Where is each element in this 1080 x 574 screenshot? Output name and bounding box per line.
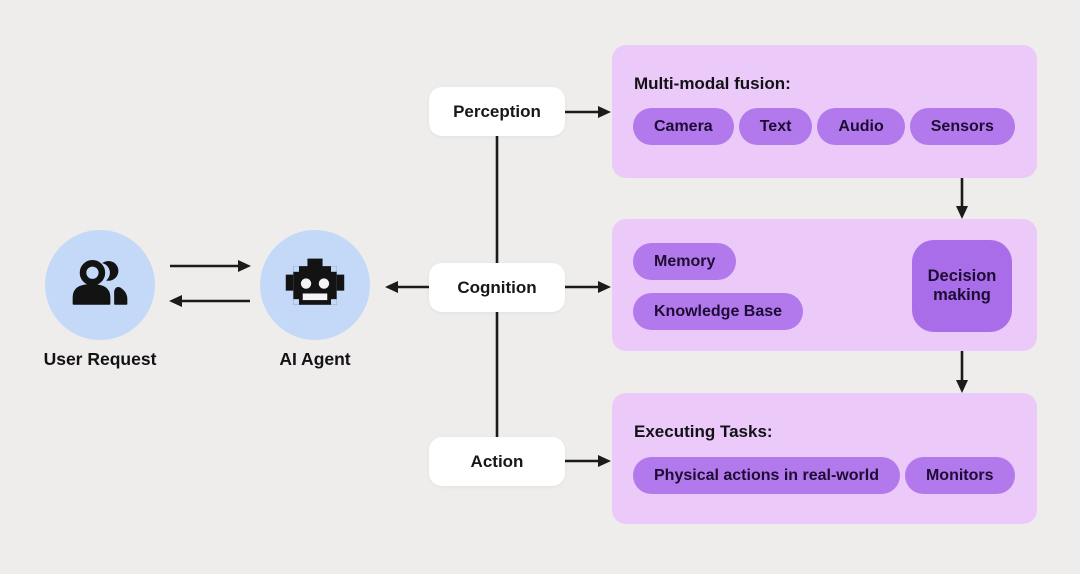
- multimodal-fusion-title: Multi-modal fusion:: [634, 74, 791, 93]
- user-request-label: User Request: [43, 349, 157, 369]
- cognition-panel: Memory Knowledge Base Decision making: [612, 219, 1037, 351]
- cognition-node: Cognition: [429, 263, 565, 312]
- camera-pill: Camera: [633, 108, 734, 145]
- memory-pill: Memory: [633, 243, 737, 280]
- monitors-pill: Monitors: [904, 457, 1015, 494]
- arrow-midpanel-to-bottompanel: [956, 351, 968, 393]
- executing-tasks-panel: Executing Tasks: Physical actions in rea…: [612, 393, 1037, 524]
- ai-agent-circle: [260, 230, 370, 340]
- text-pill: Text: [738, 108, 813, 145]
- arrow-cognition-to-agent: [385, 281, 429, 293]
- multimodal-fusion-panel: Multi-modal fusion: Camera Text Audio Se…: [612, 45, 1037, 178]
- sensors-pill: Sensors: [909, 108, 1015, 145]
- fusion-pill-row: Camera Text Audio Sensors: [633, 108, 1015, 145]
- executing-tasks-title: Executing Tasks:: [634, 422, 773, 441]
- knowledge-base-pill: Knowledge Base: [633, 293, 804, 330]
- audio-pill: Audio: [817, 108, 905, 145]
- ai-agent-label: AI Agent: [279, 349, 351, 369]
- decision-making-box: Decision making: [912, 240, 1012, 332]
- arrow-toppanel-to-midpanel: [956, 178, 968, 219]
- users-icon: [72, 260, 128, 305]
- tasks-pill-row: Physical actions in real-world Monitors: [633, 457, 1015, 494]
- arrow-action-to-panel: [565, 455, 611, 467]
- physical-actions-pill: Physical actions in real-world: [633, 457, 900, 494]
- arrow-cognition-to-panel: [565, 281, 611, 293]
- perception-node: Perception: [429, 87, 565, 136]
- robot-icon: [285, 258, 345, 305]
- arrow-agent-to-user: [169, 295, 250, 307]
- action-node: Action: [429, 437, 565, 486]
- arrow-perception-to-panel: [565, 106, 611, 118]
- arrow-user-to-agent: [170, 260, 251, 272]
- user-request-circle: [45, 230, 155, 340]
